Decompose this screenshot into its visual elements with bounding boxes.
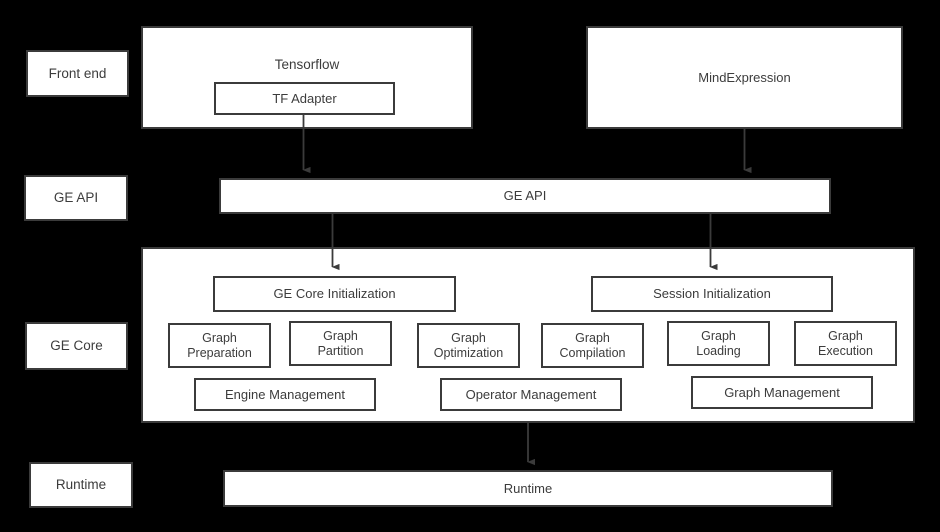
session-initialization-box[interactable]: Session Initialization <box>591 276 833 312</box>
engine-management-box[interactable]: Engine Management <box>194 378 376 411</box>
graph-optimization-line2: Optimization <box>433 345 504 360</box>
layer-label-runtime: Runtime <box>29 462 133 508</box>
graph-management-box[interactable]: Graph Management <box>691 376 873 409</box>
layer-label-front-end: Front end <box>26 50 129 97</box>
graph-execution-box[interactable]: Graph Execution <box>794 321 897 366</box>
ge-api-bar[interactable]: GE API <box>219 178 831 214</box>
graph-execution-line2: Execution <box>818 343 873 358</box>
graph-loading-box[interactable]: Graph Loading <box>667 321 770 366</box>
graph-optimization-line1: Graph <box>451 330 486 345</box>
graph-compilation-line2: Compilation <box>559 345 626 360</box>
graph-loading-line1: Graph <box>701 328 736 343</box>
layer-label-ge-api: GE API <box>24 175 128 221</box>
graph-loading-line2: Loading <box>696 343 741 358</box>
graph-preparation-line2: Preparation <box>187 345 252 360</box>
graph-execution-line1: Graph <box>828 328 863 343</box>
graph-partition-box[interactable]: Graph Partition <box>289 321 392 366</box>
graph-compilation-line1: Graph <box>575 330 610 345</box>
operator-management-box[interactable]: Operator Management <box>440 378 622 411</box>
tensorflow-container: Tensorflow TF Adapter <box>141 26 473 129</box>
mindexpression-box[interactable]: MindExpression <box>586 26 903 129</box>
layer-label-ge-core: GE Core <box>25 322 128 370</box>
graph-partition-line1: Graph <box>323 328 358 343</box>
graph-compilation-box[interactable]: Graph Compilation <box>541 323 644 368</box>
graph-preparation-line1: Graph <box>202 330 237 345</box>
ge-core-initialization-box[interactable]: GE Core Initialization <box>213 276 456 312</box>
graph-preparation-box[interactable]: Graph Preparation <box>168 323 271 368</box>
ge-core-container: GE Core Initialization Session Initializ… <box>141 247 915 423</box>
tf-adapter-box[interactable]: TF Adapter <box>214 82 395 115</box>
runtime-bar[interactable]: Runtime <box>223 470 833 507</box>
tensorflow-title: Tensorflow <box>274 57 340 72</box>
graph-optimization-box[interactable]: Graph Optimization <box>417 323 520 368</box>
graph-partition-line2: Partition <box>317 343 364 358</box>
